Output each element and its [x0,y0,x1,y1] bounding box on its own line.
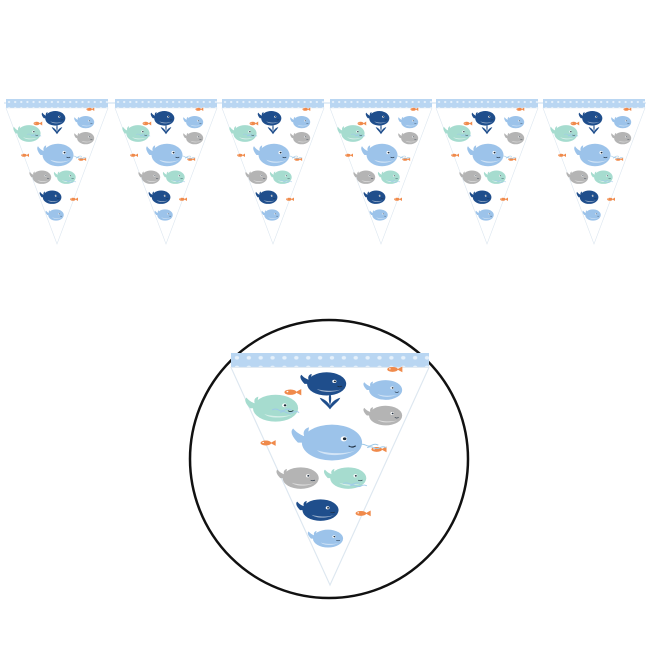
flag-5 [436,99,538,244]
zoom-circle [188,318,470,600]
flag-1 [6,99,108,244]
flag-3 [222,99,324,244]
flag-6 [543,99,645,244]
flag-2 [115,99,217,244]
flag-string [4,99,646,244]
flag-4 [330,99,432,244]
